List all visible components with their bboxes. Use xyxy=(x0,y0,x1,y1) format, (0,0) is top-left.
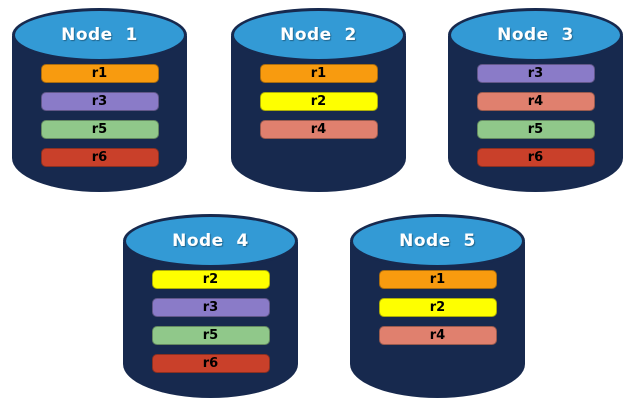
replica-label: r5 xyxy=(202,328,219,343)
replica-bar: r5 xyxy=(476,120,595,139)
replica-bar: r3 xyxy=(151,298,270,317)
replica-label: r6 xyxy=(91,150,108,165)
replica-label: r1 xyxy=(429,272,446,287)
replica-bar: r4 xyxy=(378,326,497,345)
replica-label: r5 xyxy=(91,122,108,137)
replica-label: r2 xyxy=(429,300,446,315)
replica-bar-stack: r1 r3 r5 r6 xyxy=(12,64,187,167)
replica-bar: r4 xyxy=(259,120,378,139)
replica-label: r3 xyxy=(91,94,108,109)
replica-bar: r1 xyxy=(40,64,159,83)
replica-label: r1 xyxy=(91,66,108,81)
replica-label: r3 xyxy=(202,300,219,315)
replica-bar: r6 xyxy=(151,354,270,373)
node-title: Node 5 xyxy=(399,231,476,251)
replica-bar: r5 xyxy=(151,326,270,345)
cylinder-top-ellipse: Node 5 xyxy=(350,214,525,268)
replica-bar: r1 xyxy=(259,64,378,83)
replica-label: r4 xyxy=(527,94,544,109)
node-title: Node 2 xyxy=(280,25,357,45)
cylinder-top-ellipse: Node 2 xyxy=(231,8,406,62)
replica-label: r2 xyxy=(202,272,219,287)
cylinder-top-ellipse: Node 4 xyxy=(123,214,298,268)
node-2-database-cylinder: Node 2 r1 r2 r4 xyxy=(231,5,406,192)
replica-label: r4 xyxy=(310,122,327,137)
replica-label: r6 xyxy=(202,356,219,371)
replica-bar: r2 xyxy=(259,92,378,111)
cylinder-top-ellipse: Node 3 xyxy=(448,8,623,62)
replica-label: r4 xyxy=(429,328,446,343)
node-1-database-cylinder: Node 1 r1 r3 r5 r6 xyxy=(12,5,187,192)
replica-label: r6 xyxy=(527,150,544,165)
cylinder-body xyxy=(350,242,525,398)
replica-bar-stack: r1 r2 r4 xyxy=(350,270,525,345)
replica-bar: r1 xyxy=(378,270,497,289)
node-title: Node 4 xyxy=(172,231,249,251)
cylinder-body xyxy=(231,36,406,192)
replica-label: r3 xyxy=(527,66,544,81)
replica-label: r5 xyxy=(527,122,544,137)
replica-bar: r2 xyxy=(151,270,270,289)
node-title: Node 1 xyxy=(61,25,138,45)
replica-label: r2 xyxy=(310,94,327,109)
node-3-database-cylinder: Node 3 r3 r4 r5 r6 xyxy=(448,5,623,192)
replica-bar: r3 xyxy=(40,92,159,111)
replica-bar: r3 xyxy=(476,64,595,83)
node-4-database-cylinder: Node 4 r2 r3 r5 r6 xyxy=(123,211,298,398)
replica-bar: r2 xyxy=(378,298,497,317)
replica-bar: r5 xyxy=(40,120,159,139)
cylinder-top-ellipse: Node 1 xyxy=(12,8,187,62)
replica-bar: r6 xyxy=(476,148,595,167)
replica-label: r1 xyxy=(310,66,327,81)
replica-bar: r6 xyxy=(40,148,159,167)
node-title: Node 3 xyxy=(497,25,574,45)
replica-bar-stack: r2 r3 r5 r6 xyxy=(123,270,298,373)
replica-bar-stack: r1 r2 r4 xyxy=(231,64,406,139)
node-5-database-cylinder: Node 5 r1 r2 r4 xyxy=(350,211,525,398)
replica-bar: r4 xyxy=(476,92,595,111)
replica-bar-stack: r3 r4 r5 r6 xyxy=(448,64,623,167)
